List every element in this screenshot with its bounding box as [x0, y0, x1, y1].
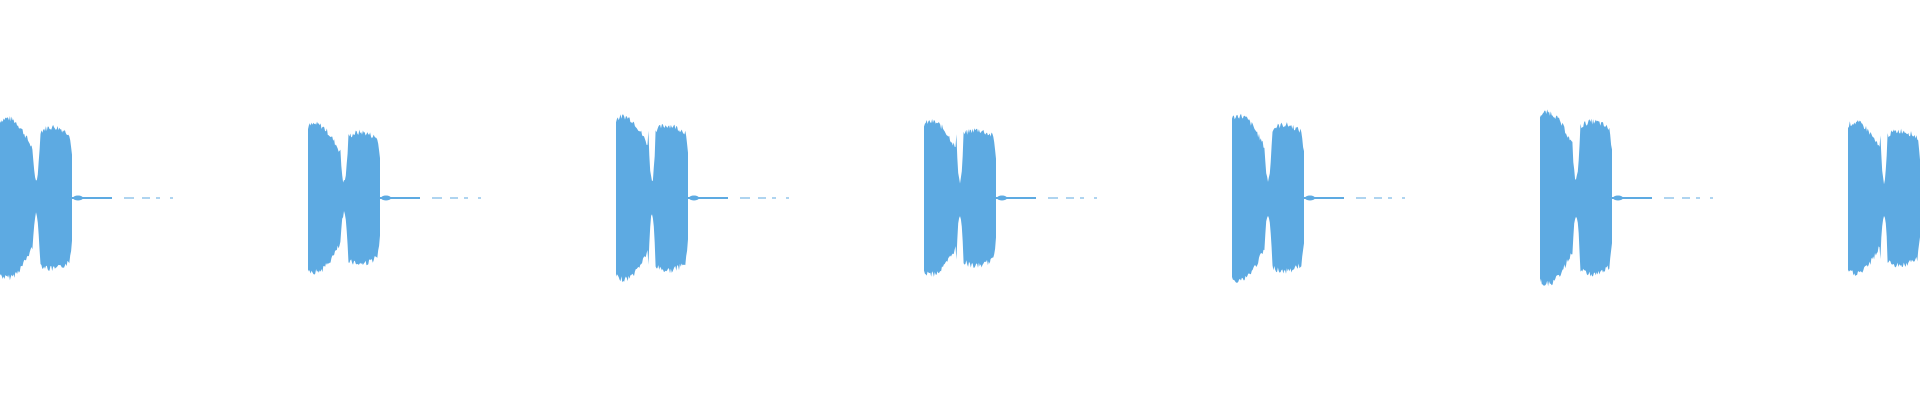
waveform-burst-shape: [1232, 113, 1304, 283]
waveform-decay-segment: [1402, 197, 1405, 199]
waveform-decay-segment: [1066, 197, 1074, 199]
waveform-decay-segment: [1696, 197, 1700, 199]
waveform-decay-segment: [1080, 197, 1084, 199]
waveform-decay-segment: [450, 197, 458, 199]
waveform-tail: [72, 197, 112, 199]
waveform-burst-shape: [924, 119, 996, 277]
waveform-decay-segment: [772, 197, 776, 199]
waveform-decay-segment: [1664, 197, 1674, 199]
waveform-decay-segment: [740, 197, 750, 199]
waveform-burst: [308, 121, 481, 275]
waveform-burst-shape: [616, 114, 688, 283]
waveform-decay-segment: [1094, 197, 1097, 199]
waveform-decay-segment: [478, 197, 481, 199]
waveform-burst-shape: [1848, 120, 1920, 276]
waveform-tail: [380, 197, 420, 199]
waveform-burst: [1232, 113, 1405, 283]
waveform-burst: [0, 116, 173, 281]
waveform-burst: [1540, 109, 1713, 287]
waveform-blip: [73, 195, 83, 201]
waveform-blip: [1305, 195, 1315, 201]
waveform-decay-segment: [1048, 197, 1058, 199]
waveform-burst-shape: [308, 121, 380, 275]
waveform-blip: [997, 195, 1007, 201]
waveform-decay-segment: [1374, 197, 1382, 199]
waveform-decay-segment: [464, 197, 468, 199]
waveform-tail: [996, 197, 1036, 199]
waveform-blip: [689, 195, 699, 201]
waveform-burst-shape: [1540, 109, 1612, 287]
waveform-decay-segment: [1388, 197, 1392, 199]
waveform-decay-segment: [124, 197, 134, 199]
waveform-burst: [1848, 120, 1920, 276]
waveform-tail: [688, 197, 728, 199]
waveform-tail: [1304, 197, 1344, 199]
waveform-burst-shape: [0, 116, 72, 281]
waveform-decay-segment: [758, 197, 766, 199]
waveform-burst: [924, 119, 1097, 277]
waveform-tail: [1612, 197, 1652, 199]
waveform-decay-segment: [1356, 197, 1366, 199]
waveform-decay-segment: [1710, 197, 1713, 199]
waveform-burst: [616, 114, 789, 283]
waveform-decay-segment: [142, 197, 150, 199]
waveform-decay-segment: [786, 197, 789, 199]
waveform-blip: [381, 195, 391, 201]
waveform-blip: [1613, 195, 1623, 201]
waveform-decay-segment: [1682, 197, 1690, 199]
waveform-decay-segment: [156, 197, 160, 199]
waveform-decay-segment: [432, 197, 442, 199]
waveform-decay-segment: [170, 197, 173, 199]
